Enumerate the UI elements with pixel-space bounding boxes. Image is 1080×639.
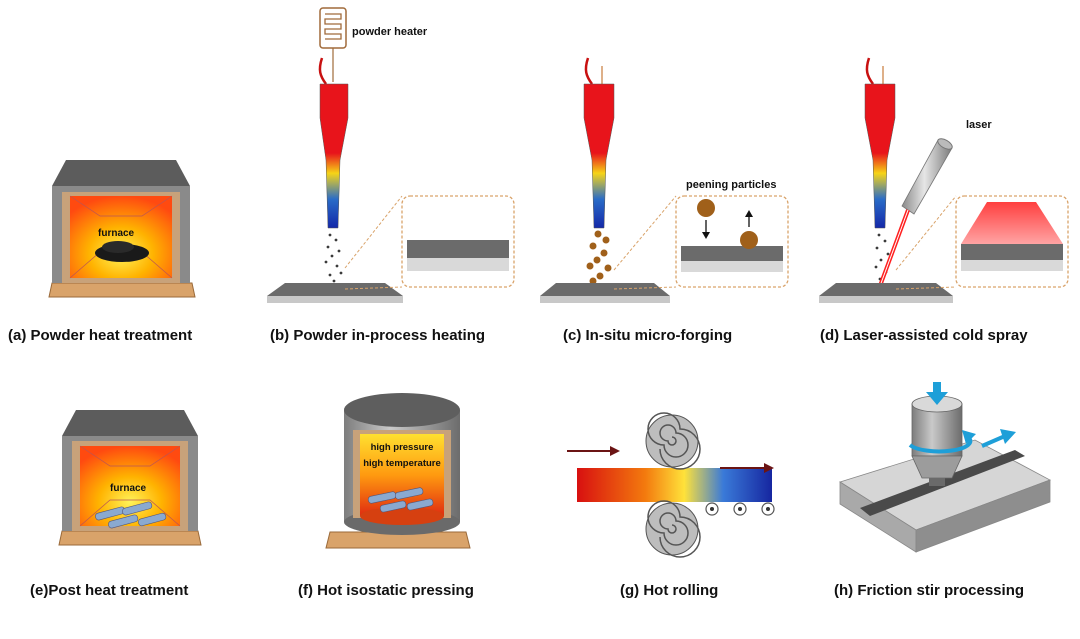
caption-h: (h) Friction stir processing [834,582,1025,599]
panel-h-fsp [839,382,1051,553]
down-arrow-icon [926,382,948,405]
zoom-inset-b [401,195,515,288]
parts-icon [95,501,167,529]
peening-particles-label: peening particles [686,179,776,191]
substrate-icon [540,283,670,303]
panel-c-microforging: peening particles [540,57,789,303]
powder-stream-icon [324,233,343,283]
caption-f: (f) Hot isostatic pressing [298,582,474,599]
travel-arrow-icon [981,429,1016,448]
spray-nozzle-icon [583,83,615,229]
peening-particle-icon [697,199,715,217]
parts-icon [367,487,434,513]
support-rollers-icon [705,502,775,516]
powder-heater-icon [319,7,347,82]
panel-d-laser: laser [819,57,1069,303]
high-pressure-label: high pressure [371,442,434,453]
zoom-inset-d [955,195,1069,288]
panel-b-heating: powder heater [267,7,515,303]
laser-label: laser [966,119,992,131]
substrate-icon [819,283,953,303]
panel-a-furnace: furnace [48,160,196,298]
upper-roller-icon [645,412,701,470]
caption-b: (b) Powder in-process heating [270,327,486,344]
rolled-strip [577,468,772,502]
peening-particle-icon [740,231,758,249]
spray-nozzle-icon [864,83,896,229]
caption-c: (c) In-situ micro-forging [563,327,733,344]
powder-pile-icon [95,241,149,262]
arrow-right-icon [764,463,774,473]
spray-nozzle-icon [319,83,349,229]
powder-heater-label: powder heater [352,26,428,38]
caption-a: (a) Powder heat treatment [8,327,193,344]
caption-d: (d) Laser-assisted cold spray [820,327,1028,344]
panel-f-hip: high pressure high temperature [325,393,471,549]
furnace-label: furnace [110,483,147,494]
laser-head-icon [878,138,953,287]
rotation-arrow-icon [908,430,976,454]
substrate-icon [267,283,403,303]
lower-roller-icon [645,500,701,558]
zoom-inset-c [675,195,789,288]
powder-stream-icon [874,233,890,281]
caption-g: (g) Hot rolling [620,582,719,599]
arrow-right-icon [610,446,620,456]
powder-stream-icon [586,230,612,285]
panel-g-rolling [567,412,775,558]
panel-e-post-heat: furnace [58,410,202,546]
high-temperature-label: high temperature [363,458,441,469]
caption-e: (e)Post heat treatment [30,582,189,599]
fsp-tool-icon [911,395,963,486]
furnace-label: furnace [98,228,135,239]
